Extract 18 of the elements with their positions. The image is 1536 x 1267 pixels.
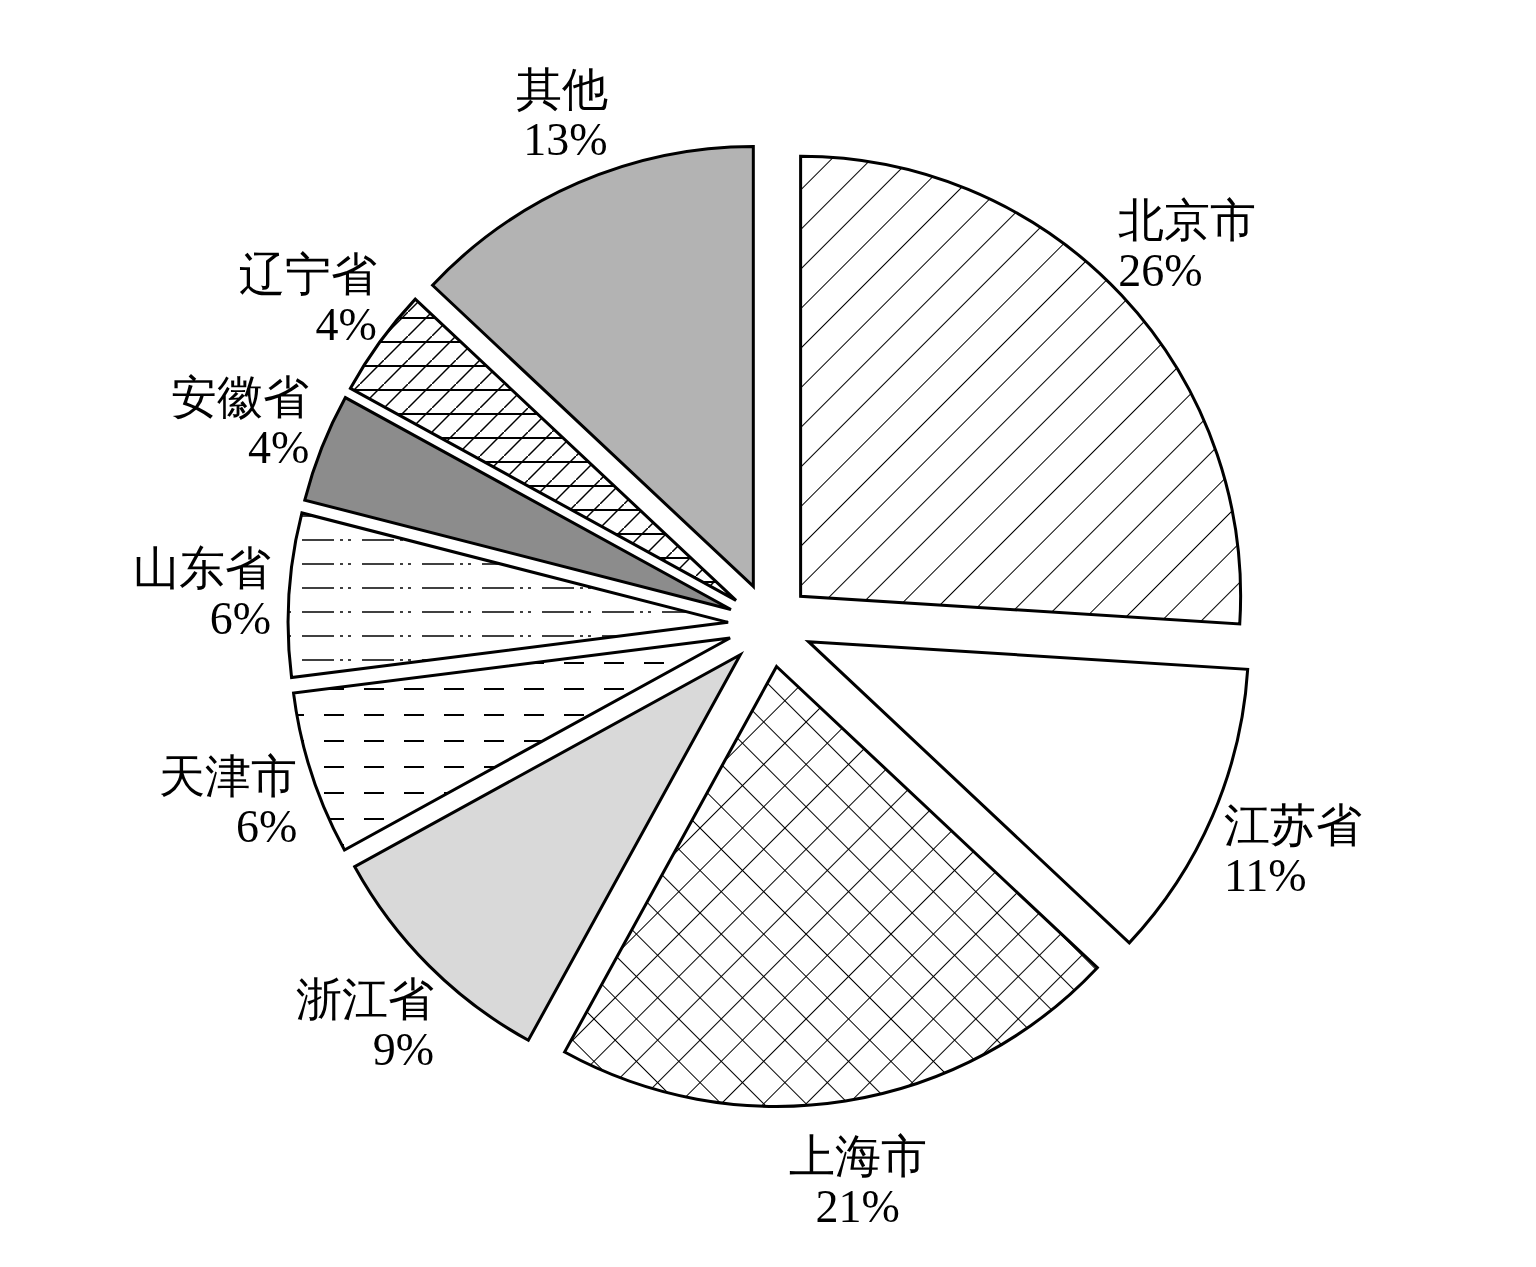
category-label: 江苏省: [1223, 798, 1362, 853]
value-label: 11%: [1223, 850, 1307, 902]
value-label: 26%: [1118, 244, 1203, 296]
category-label: 安徽省: [171, 369, 310, 424]
value-label: 6%: [209, 592, 272, 644]
category-label: 浙江省: [296, 972, 434, 1026]
category-label: 山东省: [133, 540, 272, 595]
category-label: 辽宁省: [238, 246, 377, 301]
value-label: 21%: [815, 1181, 900, 1233]
category-label: 其他: [515, 62, 608, 117]
category-label: 北京市: [1118, 192, 1257, 247]
category-label: 上海市: [788, 1129, 927, 1184]
value-label: 9%: [372, 1024, 434, 1075]
value-label: 4%: [315, 298, 377, 350]
value-label: 6%: [236, 801, 298, 853]
category-label: 天津市: [159, 749, 298, 804]
value-label: 4%: [248, 421, 310, 473]
value-label: 13%: [523, 114, 608, 166]
